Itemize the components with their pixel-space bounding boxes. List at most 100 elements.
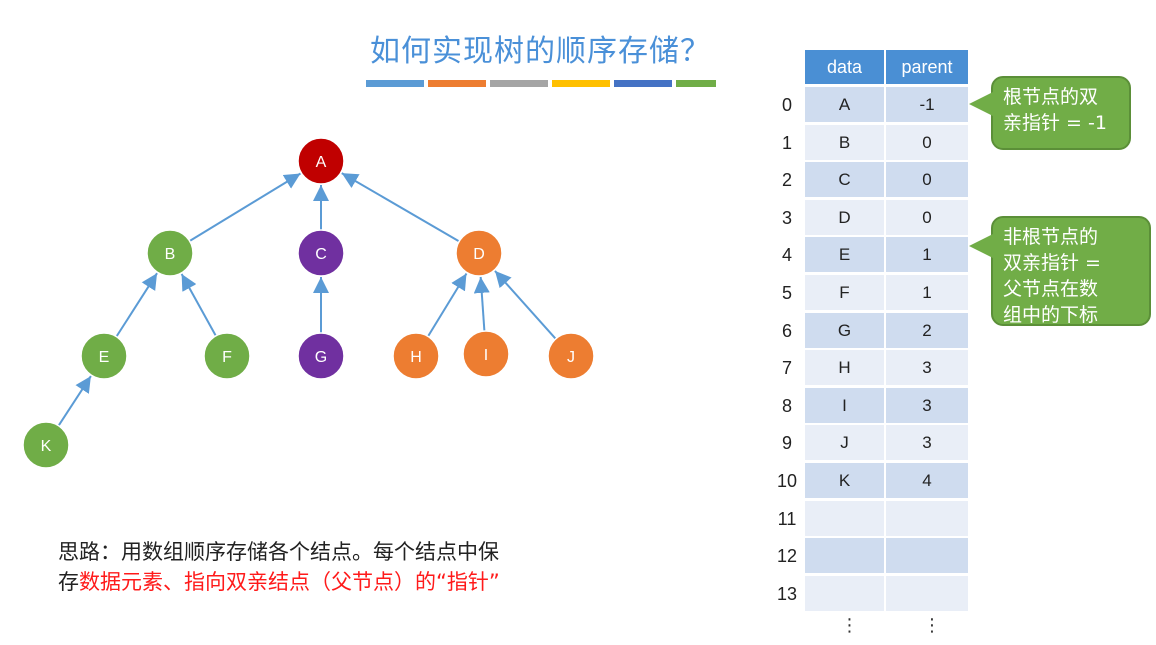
table-ellipsis-data: ⋮ (840, 615, 859, 637)
table-row-index: 5 (781, 283, 792, 303)
title-stripe (676, 80, 716, 87)
table-header-data: data (805, 50, 884, 84)
table-cell-data: F (805, 275, 884, 310)
tree-edge-k-e (57, 375, 92, 427)
table-row-index: 0 (781, 95, 792, 115)
table-row-index: 4 (781, 245, 792, 266)
table-cell-data: C (805, 162, 884, 198)
table-row-index: 10 (776, 471, 798, 491)
table-row-index: 12 (776, 546, 798, 567)
table-cell-parent (886, 575, 968, 611)
table-cell-data: I (805, 387, 884, 423)
table-row-index: 13 (776, 583, 798, 604)
table-cell-data: K (805, 463, 884, 498)
tree-edge-e-b (115, 272, 158, 338)
tree-node-circle (22, 421, 70, 469)
title-stripe (614, 80, 672, 87)
tree-node-circle (455, 229, 503, 277)
page-title: 如何实现树的顺序存储？ (370, 34, 711, 69)
description-line1: 思路：用数组顺序存储各个结点。每个结点中保 (58, 540, 499, 564)
callout-root-pointer: 根节点的双 亲指针 = -1 (969, 76, 1131, 150)
tree-node-label: J (567, 349, 575, 366)
callout-root-line2: 亲指针 = -1 (1003, 112, 1107, 134)
tree-node-circle (297, 332, 345, 380)
tree-edge-b-a (189, 172, 302, 242)
tree-node-k: K (22, 421, 70, 469)
table-cell-data: D (805, 199, 884, 235)
table-row-index: 7 (781, 358, 792, 379)
callout-nonroot-line2: 双亲指针 = (1003, 252, 1101, 274)
table-cell-parent (886, 538, 968, 574)
description: 思路：用数组顺序存储各个结点。每个结点中保 存数据元素、指向双亲结点（父节点）的… (58, 537, 618, 597)
tree-node-circle (547, 332, 595, 380)
tree-node-f: F (203, 332, 251, 380)
tree-node-h: H (392, 332, 440, 380)
tree-edge-f-b (180, 273, 217, 337)
table-cell-data (805, 500, 884, 536)
tree-node-circle (146, 229, 194, 277)
table-cell-parent: 3 (886, 350, 968, 386)
tree-node-d: D (455, 229, 503, 277)
table-cell-parent: -1 (886, 87, 968, 122)
callout-nonroot-line1: 非根节点的 (1003, 226, 1099, 248)
table-cell-parent: 1 (886, 237, 968, 273)
tree-edge-h-d (427, 272, 468, 337)
table-cell-data: B (805, 124, 884, 160)
table-cell-data: H (805, 350, 884, 386)
tree-node-label: A (316, 154, 327, 171)
table-cell-parent (886, 500, 968, 536)
tree-node-label: F (222, 349, 232, 366)
table-row-index: 1 (781, 132, 792, 153)
tree-node-b: B (146, 229, 194, 277)
table-cell-data (805, 538, 884, 574)
tree-nodes: A B C D E F G H I J K (22, 137, 595, 469)
table-cell-parent: 0 (886, 162, 968, 198)
table-cell-parent: 3 (886, 425, 968, 461)
tree-node-a: A (297, 137, 345, 185)
table-cell-parent: 1 (886, 275, 968, 310)
tree-node-c: C (297, 229, 345, 277)
table-cell-parent: 0 (886, 199, 968, 235)
tree-node-label: G (315, 349, 327, 366)
callout-root-line1: 根节点的双 (1003, 86, 1099, 108)
tree-node-e: E (80, 332, 128, 380)
table-row-index: 2 (781, 170, 792, 191)
table-row-index: 6 (781, 320, 792, 341)
tree-edge-i-d (473, 276, 490, 332)
description-line2-prefix: 存 (58, 570, 79, 594)
tree-node-j: J (547, 332, 595, 380)
tree-node-circle (203, 332, 251, 380)
table-cell-parent: 2 (886, 312, 968, 348)
callout-nonroot-line4: 组中的下标 (1003, 304, 1099, 326)
tree-node-circle (392, 332, 440, 380)
tree-node-label: B (165, 246, 176, 263)
table-row-index: 11 (777, 508, 797, 529)
title-stripe (552, 80, 610, 87)
table-cell-parent: 0 (886, 124, 968, 160)
callout-nonroot-pointer: 非根节点的 双亲指针 = 父节点在数 组中的下标 (969, 216, 1151, 326)
table-cell-parent: 3 (886, 387, 968, 423)
table-row-index: 9 (781, 433, 792, 454)
table-cell-data (805, 575, 884, 611)
tree-node-circle (297, 229, 345, 277)
table-cell-parent: 4 (886, 463, 968, 498)
description-highlight: 数据元素、指向双亲结点（父节点）的“指针” (79, 570, 500, 594)
tree-edges (57, 172, 557, 427)
tree-node-label: K (41, 438, 52, 455)
table-row-index: 8 (781, 395, 792, 416)
description-line2: 存数据元素、指向双亲结点（父节点）的“指针” (58, 567, 618, 597)
tree-node-label: I (484, 347, 488, 364)
title-stripe (490, 80, 548, 87)
table-row-index: 3 (781, 207, 792, 228)
title-stripe (428, 80, 486, 87)
tree-diagram: A B C D E F G H I J K (22, 137, 595, 469)
tree-node-label: D (473, 246, 485, 263)
tree-node-label: H (410, 349, 422, 366)
tree-node-label: E (99, 349, 110, 366)
tree-edge-j-d (494, 270, 557, 340)
tree-node-circle (80, 332, 128, 380)
tree-edge-d-a (341, 172, 460, 243)
callout-nonroot-line3: 父节点在数 (1003, 278, 1099, 300)
table-ellipsis-parent: ⋮ (923, 615, 941, 637)
table-cell-data: A (805, 87, 884, 122)
